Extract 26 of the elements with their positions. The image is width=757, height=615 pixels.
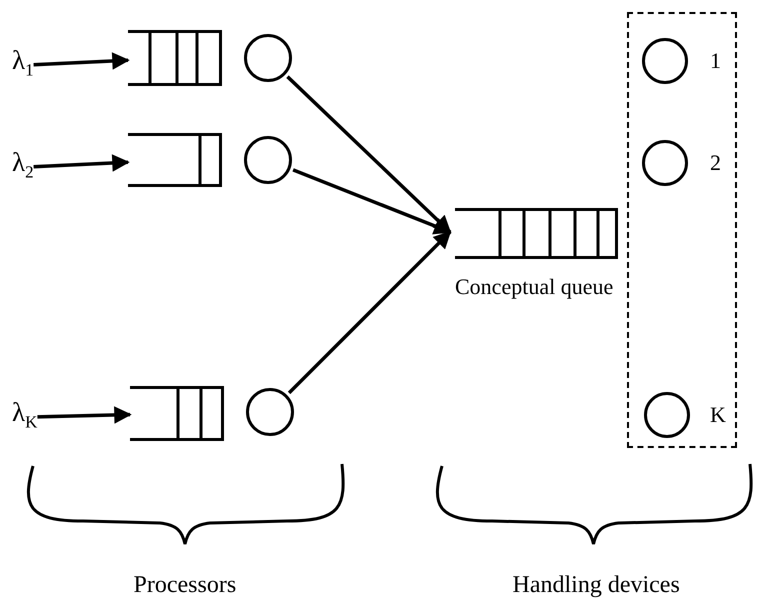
- queue-symbol: [128, 30, 222, 86]
- server-circle: [246, 388, 294, 436]
- queue-symbol: [130, 386, 224, 441]
- queue-caption: Conceptual queue: [455, 274, 614, 300]
- arrow: [292, 168, 452, 234]
- arrival-rate-label: λ$_{2}$: [12, 140, 34, 194]
- server-number: 2: [710, 150, 721, 176]
- arrow: [37, 406, 132, 424]
- arrival-rate-label: λ$_{K}$: [12, 390, 38, 444]
- server-circle: [642, 140, 688, 186]
- server-circle: [642, 38, 688, 84]
- dashed-group-box: [627, 12, 737, 448]
- queue-symbol: [128, 133, 222, 187]
- queue-symbol: [455, 208, 618, 259]
- server-circle: [244, 136, 292, 184]
- arrow: [288, 230, 452, 394]
- group-label: Processors: [134, 571, 236, 600]
- group-label: Handling devices: [512, 571, 680, 600]
- arrow: [34, 52, 130, 70]
- arrow: [34, 154, 130, 172]
- arrival-rate-label: λ$_{1}$: [12, 38, 34, 92]
- server-number: K: [710, 402, 726, 428]
- arrow: [286, 75, 452, 234]
- server-number: 1: [710, 48, 721, 74]
- server-circle: [644, 392, 690, 438]
- server-circle: [244, 34, 292, 82]
